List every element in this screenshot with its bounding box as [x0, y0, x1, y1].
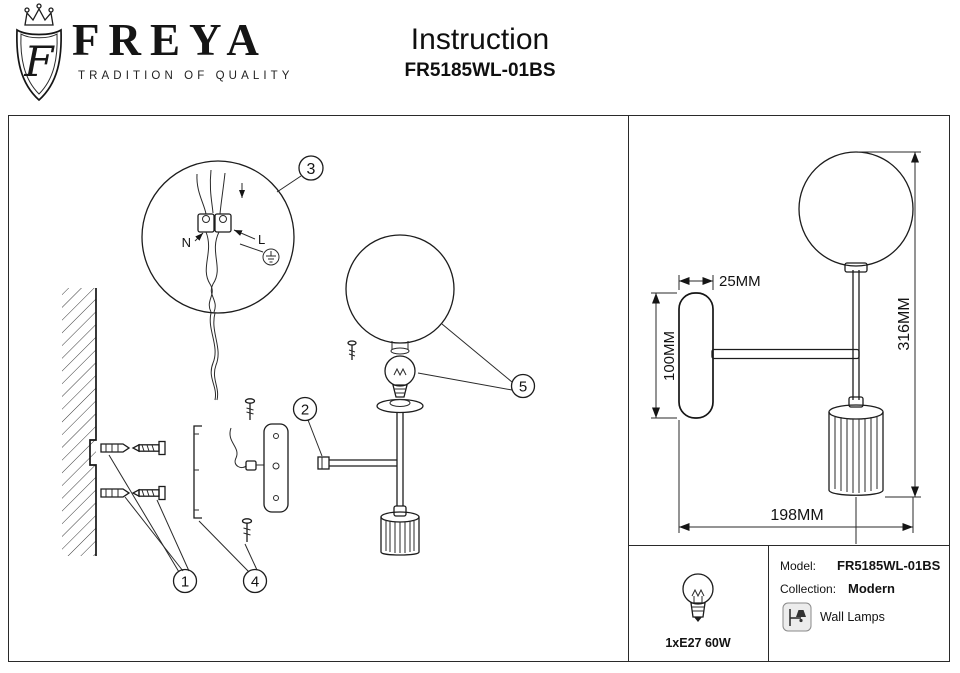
ribbed-shade — [380, 505, 420, 556]
callout-3: 3 — [276, 155, 324, 193]
brand-name: FREYA — [72, 15, 268, 65]
dimension-198mm: 198MM — [678, 420, 914, 533]
callout-3-label: 3 — [307, 161, 316, 178]
callout-5-label: 5 — [519, 379, 527, 396]
model-number: FR5185WL-01BS — [404, 60, 556, 81]
assembled-globe — [798, 151, 914, 267]
line-label: L — [258, 232, 265, 247]
bulb-spec: 1xE27 60W — [665, 636, 731, 650]
page-title: Instruction — [410, 23, 550, 56]
callout-2-label: 2 — [301, 402, 309, 419]
dimension-316mm-label: 316MM — [896, 297, 913, 350]
arm-connector — [317, 456, 330, 470]
wiring-detail-callout: N L — [141, 160, 295, 314]
spec-model-label: Model: — [780, 559, 816, 573]
freya-logo: F — [16, 3, 62, 102]
callout-1-label: 1 — [181, 574, 189, 591]
diagram-frame — [8, 115, 950, 662]
supply-wires — [209, 312, 264, 471]
spec-category: Wall Lamps — [820, 610, 885, 624]
backplate — [263, 423, 289, 513]
fixing-screw-top — [244, 398, 256, 420]
assembled-backplate — [678, 292, 714, 419]
wall-lamp-icon — [782, 602, 812, 632]
neutral-label: N — [182, 235, 191, 250]
spec-collection-value: Modern — [848, 581, 895, 596]
crown-icon — [24, 3, 54, 26]
dimension-25mm-label: 25MM — [719, 273, 761, 290]
wall-section — [62, 288, 97, 556]
mounting-hardware — [100, 398, 256, 542]
bulb-icon — [682, 573, 714, 622]
dimension-100mm: 100MM — [651, 292, 678, 419]
assembled-lamp — [678, 151, 914, 544]
globe-screw — [347, 340, 357, 360]
dimension-316mm: 316MM — [858, 151, 921, 498]
ground-icon — [239, 243, 280, 266]
callout-4: 4 — [198, 520, 268, 594]
brand-tagline: TRADITION OF QUALITY — [78, 70, 294, 82]
bulb — [384, 355, 416, 398]
assembled-shade — [828, 396, 884, 496]
spec-panel: 1xE27 60W Model: FR5185WL-01BS Collectio… — [665, 558, 940, 650]
exploded-lamp — [263, 234, 455, 556]
assembled-arm — [711, 348, 860, 360]
spec-model-value: FR5185WL-01BS — [837, 558, 941, 573]
callout-5: 5 — [417, 323, 536, 399]
logo-letter: F — [23, 37, 55, 86]
mounting-bracket — [193, 425, 202, 519]
dimension-100mm-label: 100MM — [661, 331, 678, 381]
terminal-block — [197, 213, 232, 233]
callout-4-label: 4 — [251, 574, 259, 591]
glass-globe — [345, 234, 455, 344]
dimension-198mm-label: 198MM — [770, 507, 823, 524]
spec-collection-label: Collection: — [780, 582, 836, 596]
callout-1: 1 — [108, 454, 198, 594]
callout-2: 2 — [292, 396, 323, 457]
fixing-screw-bottom — [241, 518, 253, 542]
dimension-25mm: 25MM — [678, 273, 761, 290]
shield-icon: F — [16, 28, 62, 102]
